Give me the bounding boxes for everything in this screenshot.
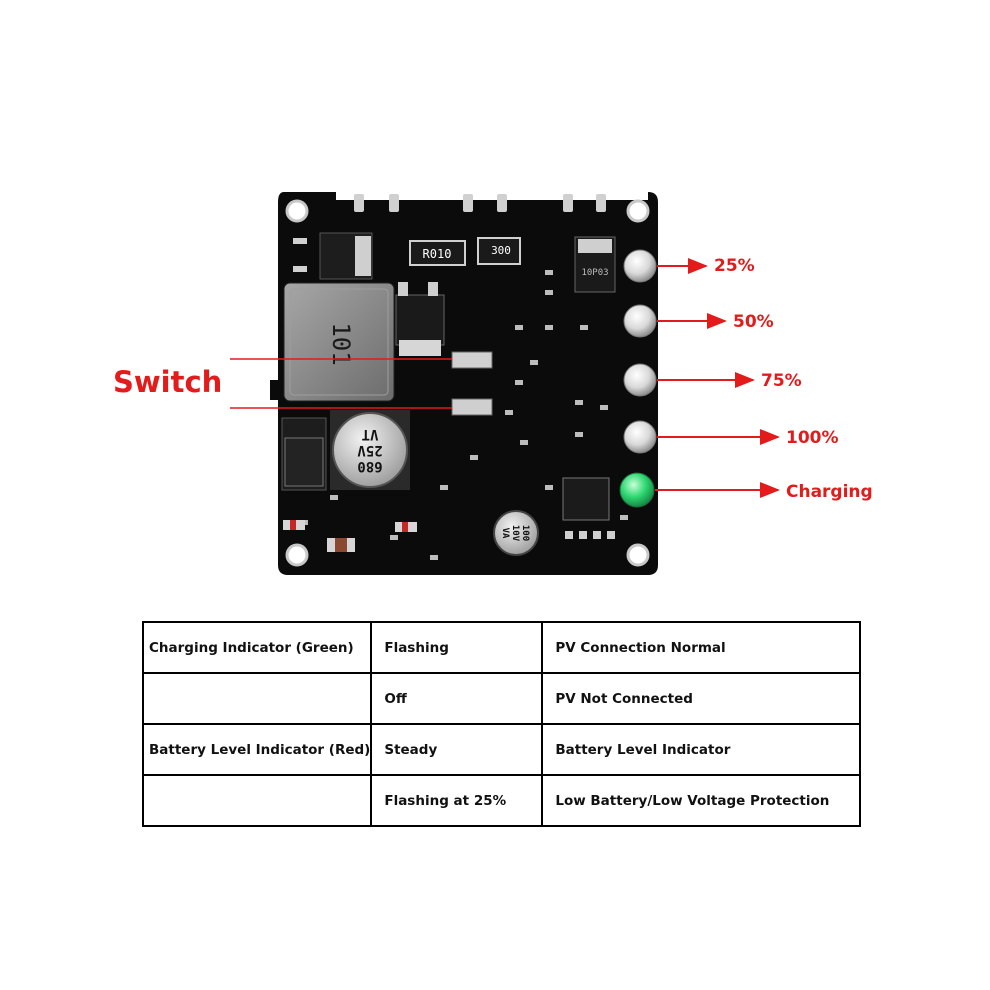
label-50: 50% xyxy=(733,312,774,332)
table-cell: Battery Level Indicator (Red) xyxy=(141,723,373,776)
mounting-holes xyxy=(285,199,650,567)
table-row: Charging Indicator (Green) Flashing PV C… xyxy=(141,621,862,674)
led-callouts: 25% 50% 75% 100% Charging xyxy=(655,256,873,502)
led-25 xyxy=(623,249,657,283)
resistor-300: 300 xyxy=(477,237,521,265)
cap-small-line3: VA xyxy=(500,528,510,539)
power-inductor: 101 xyxy=(283,282,395,402)
ic-chip xyxy=(562,477,610,521)
terminal-pads xyxy=(354,194,606,212)
cap-large-line1: 680 xyxy=(357,458,382,474)
switch-callout: Switch xyxy=(113,358,452,409)
table-cell: Off xyxy=(370,672,544,725)
indicator-table: Charging Indicator (Green) Flashing PV C… xyxy=(141,621,862,827)
pcb-board-figure: R010 300 101 680 25V VT 100 10V xyxy=(113,192,873,575)
table-cell: Flashing at 25% xyxy=(370,774,544,827)
table-cell: PV Connection Normal xyxy=(541,621,862,674)
table-cell: Low Battery/Low Voltage Protection xyxy=(541,774,862,827)
table-cell: Flashing xyxy=(370,621,544,674)
diodes xyxy=(283,520,417,552)
label-charging: Charging xyxy=(786,482,873,502)
resistor-r010: R010 xyxy=(409,240,466,266)
table-row: Off PV Not Connected xyxy=(141,672,862,725)
led-75 xyxy=(623,363,657,397)
table-row: Battery Level Indicator (Red) Steady Bat… xyxy=(141,723,862,776)
table-row: Flashing at 25% Low Battery/Low Voltage … xyxy=(141,774,862,827)
cap-small-line1: 100 xyxy=(520,525,530,541)
switch-label: Switch xyxy=(113,365,222,399)
table-cell: Charging Indicator (Green) xyxy=(141,621,373,674)
transistor-bottom-left xyxy=(281,417,327,491)
regulator-10p03: 10P03 xyxy=(574,236,616,293)
regulator-label: 10P03 xyxy=(581,268,608,278)
table-cell xyxy=(141,774,373,827)
resistor-300-label: 300 xyxy=(491,244,511,257)
capacitor-680uf: 680 25V VT xyxy=(330,410,410,490)
led-50 xyxy=(623,304,657,338)
mosfet-center xyxy=(395,282,445,356)
table-cell xyxy=(141,672,373,725)
label-25: 25% xyxy=(714,256,755,276)
table-cell: Battery Level Indicator xyxy=(541,723,862,776)
capacitor-100uf: 100 10V VA xyxy=(493,510,539,556)
table-cell: Steady xyxy=(370,723,544,776)
header-pins xyxy=(565,531,615,539)
resistor-r010-label: R010 xyxy=(423,247,452,261)
cap-large-line3: VT xyxy=(362,426,379,442)
led-charging xyxy=(619,472,655,508)
table-cell: PV Not Connected xyxy=(541,672,862,725)
label-100: 100% xyxy=(786,428,839,448)
switch-pads xyxy=(451,351,493,416)
transistor-top-left xyxy=(293,232,373,280)
cap-small-line2: 10V xyxy=(510,525,520,542)
cap-large-line2: 25V xyxy=(357,442,383,458)
led-100 xyxy=(623,420,657,454)
label-75: 75% xyxy=(761,371,802,391)
